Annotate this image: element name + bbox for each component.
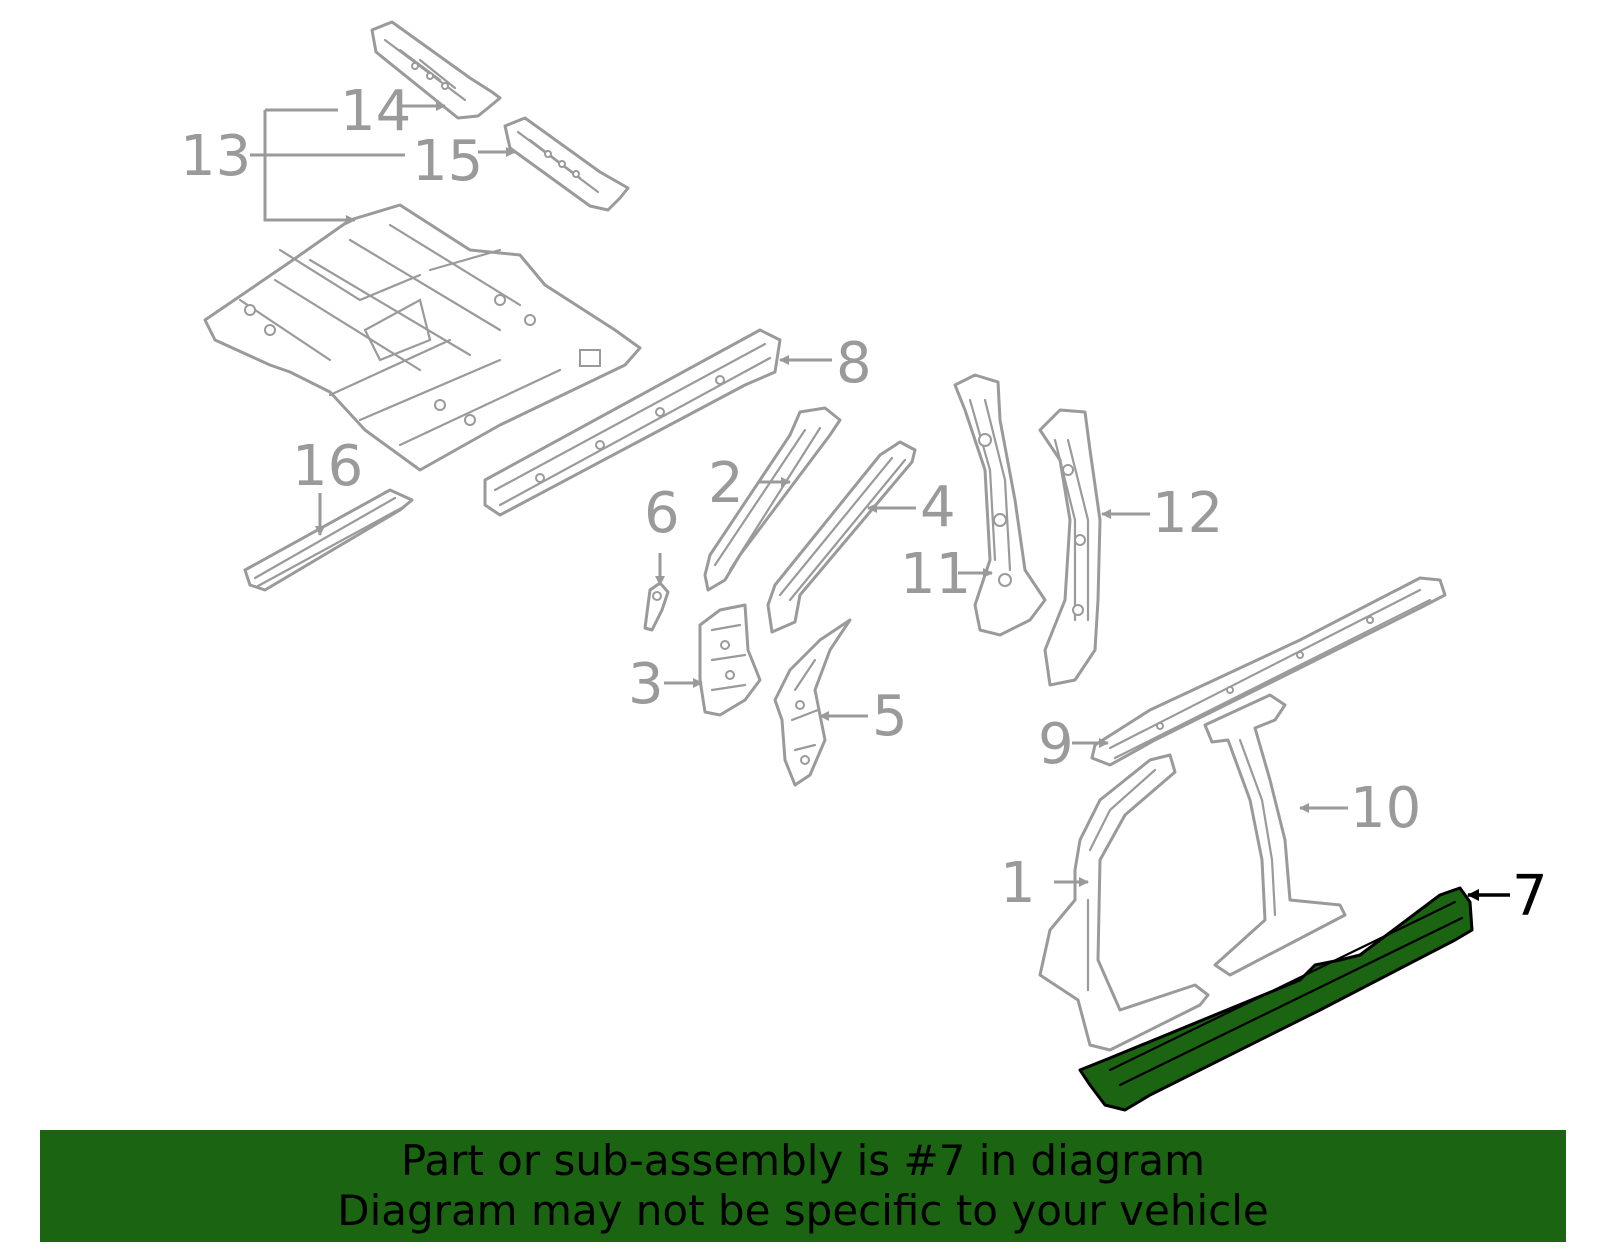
callout-3[interactable]: 3 — [628, 652, 664, 717]
callout-2[interactable]: 2 — [708, 451, 744, 516]
callout-5[interactable]: 5 — [872, 684, 908, 749]
part-3-hinge-pillar[interactable] — [698, 603, 762, 717]
part-12-pillar[interactable] — [1038, 408, 1102, 687]
part-7-rocker-panel[interactable] — [1078, 886, 1474, 1112]
callout-13[interactable]: 13 — [180, 124, 251, 189]
part-13-floor-pan[interactable] — [203, 203, 642, 472]
part-6-bracket[interactable] — [643, 581, 670, 632]
callout-12[interactable]: 12 — [1152, 481, 1223, 546]
callout-14[interactable]: 14 — [340, 79, 411, 144]
callout-labels: 13 14 15 16 8 2 6 4 3 5 11 12 9 10 1 7 — [180, 79, 1548, 929]
part-2-pillar[interactable] — [703, 406, 842, 592]
banner-line-1: Part or sub-assembly is #7 in diagram — [400, 1136, 1206, 1185]
callout-7[interactable]: 7 — [1512, 864, 1548, 929]
callout-leaders — [250, 101, 1510, 901]
banner-line-2: Diagram may not be specific to your vehi… — [337, 1186, 1269, 1235]
callout-8[interactable]: 8 — [836, 331, 872, 396]
callout-15[interactable]: 15 — [412, 129, 483, 194]
callout-11[interactable]: 11 — [900, 542, 971, 607]
callout-16[interactable]: 16 — [292, 434, 363, 499]
part-14-crossmember[interactable] — [370, 20, 502, 120]
callout-10[interactable]: 10 — [1350, 776, 1421, 841]
part-5-reinforcement[interactable] — [773, 618, 852, 787]
part-4-pillar-inner[interactable] — [766, 440, 917, 634]
part-10-pillar-outer[interactable] — [1203, 693, 1347, 977]
callout-6[interactable]: 6 — [644, 481, 680, 546]
callout-1[interactable]: 1 — [1000, 851, 1036, 916]
part-16-rail[interactable] — [243, 488, 414, 592]
info-banner: Part or sub-assembly is #7 in diagram Di… — [40, 1130, 1566, 1242]
part-11-pillar[interactable] — [953, 373, 1047, 637]
part-9-roof-rail[interactable] — [1090, 576, 1447, 767]
callout-4[interactable]: 4 — [920, 475, 956, 540]
callout-9[interactable]: 9 — [1038, 712, 1074, 777]
part-15-crossmember[interactable] — [503, 116, 630, 212]
part-1-body-side[interactable] — [1038, 753, 1210, 1052]
part-8-floor-side-rail[interactable] — [483, 328, 782, 517]
